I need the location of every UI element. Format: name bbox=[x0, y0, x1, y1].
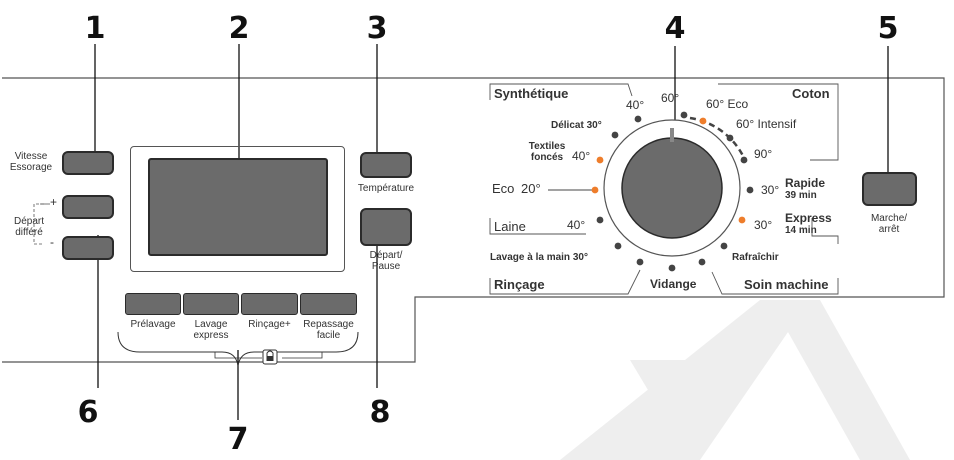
dial-dots bbox=[591, 111, 754, 272]
program-rapide-time: 39 min bbox=[785, 190, 817, 201]
program-rafraichir: Rafraîchir bbox=[732, 252, 779, 263]
program-rapide-temp: 30° bbox=[761, 183, 780, 197]
group-rincage: Rinçage bbox=[494, 277, 545, 292]
dot-laine bbox=[596, 216, 604, 224]
temperature-label: Température bbox=[357, 183, 415, 194]
callout-6: 6 bbox=[77, 395, 99, 430]
dot-textiles bbox=[596, 156, 604, 164]
display-frame bbox=[130, 146, 345, 272]
callout-1: 1 bbox=[84, 11, 106, 46]
group-laine: Laine bbox=[494, 219, 526, 234]
dial-pointer bbox=[670, 128, 674, 142]
program-lavage-main: Lavage à la main 30° bbox=[490, 252, 588, 263]
program-laine-40: 40° bbox=[567, 218, 586, 232]
spin-speed-label: Vitesse Essorage bbox=[9, 151, 53, 173]
option-label-prewash: Prélavage bbox=[130, 319, 176, 330]
dot-delicat bbox=[611, 131, 619, 139]
option-button-rinse[interactable] bbox=[241, 293, 298, 315]
delay-plus-button[interactable] bbox=[62, 195, 114, 219]
program-textiles: Textiles foncés bbox=[528, 141, 566, 163]
delay-plus-sign: + bbox=[50, 195, 58, 209]
dot-lavage-main bbox=[614, 242, 622, 250]
power-label: Marche/ arrêt bbox=[870, 213, 908, 235]
options-brace bbox=[117, 331, 359, 367]
dot-rincage bbox=[636, 258, 644, 266]
lock-icon bbox=[262, 349, 278, 365]
spin-speed-button[interactable] bbox=[62, 151, 114, 175]
start-pause-label: Départ/ Pause bbox=[369, 250, 403, 272]
program-eco: Eco bbox=[492, 181, 515, 196]
program-express-temp: 30° bbox=[754, 218, 773, 232]
option-label-express: Lavage express bbox=[193, 319, 229, 341]
program-rapide: Rapide bbox=[785, 176, 826, 190]
dial-knob[interactable] bbox=[621, 137, 723, 239]
option-button-prewash[interactable] bbox=[125, 293, 181, 315]
program-coton-90: 90° bbox=[754, 147, 773, 161]
program-coton-60-eco: 60° Eco bbox=[706, 97, 749, 111]
option-label-ironing: Repassage facile bbox=[303, 319, 354, 341]
delay-minus-sign: - bbox=[50, 235, 54, 249]
start-pause-button[interactable] bbox=[360, 208, 412, 246]
callout-4: 4 bbox=[664, 11, 686, 46]
dial-group-frames bbox=[489, 83, 839, 295]
group-vidange: Vidange bbox=[650, 277, 697, 291]
dot-vidange bbox=[668, 264, 676, 272]
delay-minus-button[interactable] bbox=[62, 236, 114, 260]
cotton-arc bbox=[689, 116, 747, 161]
dot-60 bbox=[680, 111, 688, 119]
option-button-ironing[interactable] bbox=[300, 293, 357, 315]
group-soin-machine: Soin machine bbox=[744, 277, 829, 292]
delay-bracket bbox=[33, 203, 44, 245]
option-button-express[interactable] bbox=[183, 293, 239, 315]
group-coton: Coton bbox=[792, 86, 830, 101]
group-synthetique: Synthétique bbox=[494, 86, 569, 101]
dot-soin bbox=[698, 258, 706, 266]
dot-synth-40 bbox=[634, 115, 642, 123]
watermark bbox=[560, 300, 910, 460]
option-label-rinse: Rinçage+ bbox=[248, 319, 291, 330]
dot-rafraichir bbox=[720, 242, 728, 250]
dot-rapide bbox=[746, 186, 754, 194]
program-eco-temp: 20° bbox=[521, 181, 541, 196]
program-delicat: Délicat 30° bbox=[551, 120, 602, 131]
program-synth-40: 40° bbox=[626, 98, 645, 112]
program-textiles-temp: 40° bbox=[572, 149, 591, 163]
callout-2: 2 bbox=[228, 11, 250, 46]
dot-60-intensif bbox=[726, 134, 734, 142]
callout-5: 5 bbox=[877, 11, 899, 46]
panel-outline bbox=[2, 77, 945, 363]
dot-eco bbox=[591, 186, 599, 194]
callout-3: 3 bbox=[366, 11, 388, 46]
power-button[interactable] bbox=[862, 172, 917, 206]
dot-90 bbox=[740, 156, 748, 164]
temperature-button[interactable] bbox=[360, 152, 412, 178]
delay-start-label: Départ différé bbox=[13, 216, 44, 238]
callout-7: 7 bbox=[227, 422, 249, 457]
lock-bracket bbox=[214, 352, 323, 359]
program-coton-60: 60° bbox=[661, 91, 680, 105]
program-coton-60-intensif: 60° Intensif bbox=[736, 117, 797, 131]
program-express: Express bbox=[785, 211, 832, 225]
display-screen bbox=[148, 158, 328, 256]
callout-8: 8 bbox=[369, 395, 391, 430]
dot-express bbox=[738, 216, 746, 224]
program-express-time: 14 min bbox=[785, 225, 817, 236]
dot-60-eco bbox=[699, 117, 707, 125]
